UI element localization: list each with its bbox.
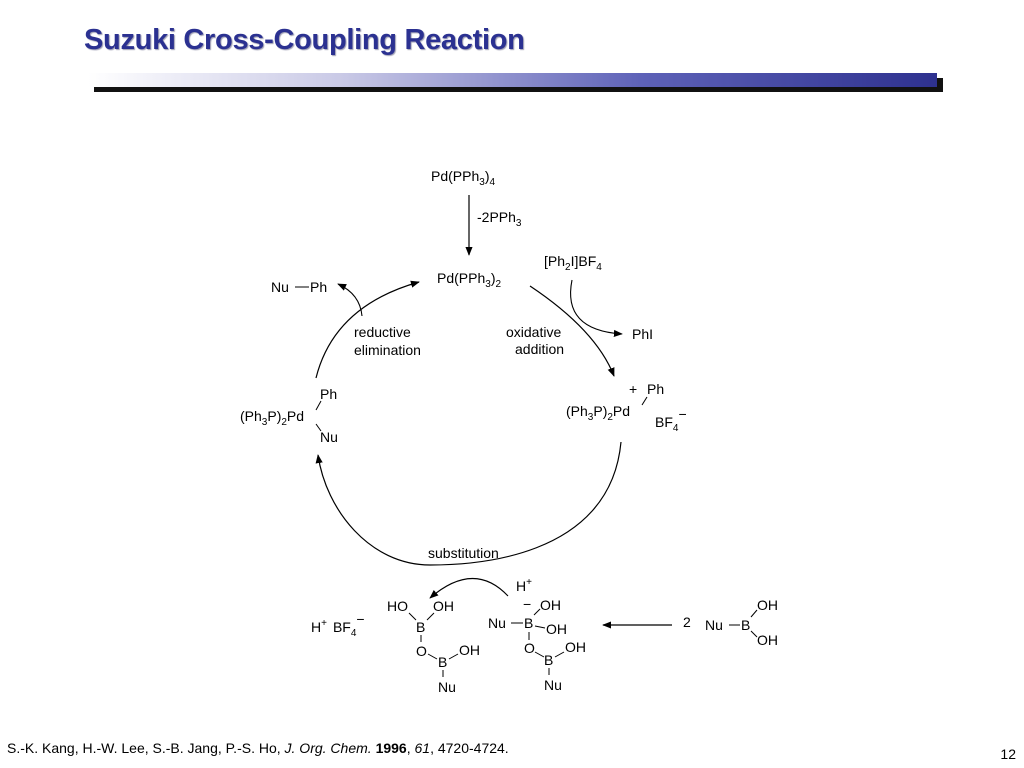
borate-oh2: OH [546, 621, 567, 637]
neutral-pd-nu-bond [315, 423, 322, 432]
boronic-acid-b-oh-bottom-bond [750, 630, 758, 638]
boron-product-oh: OH [433, 598, 454, 614]
oxidative-addition-label-2: addition [515, 341, 564, 357]
boronic-acid-b: B [741, 617, 750, 633]
reagent-label: [Ph2I]BF4 [544, 253, 602, 273]
borate-b2: B [544, 652, 553, 668]
boron-product-nu: Nu [438, 679, 456, 695]
cationic-complex-label: (Ph3P)2Pd [566, 403, 630, 423]
catalyst-label: Pd(PPh3)2 [437, 270, 501, 290]
product-nu: Nu [271, 279, 289, 295]
citation: S.-K. Kang, H.-W. Lee, S.-B. Jang, P.-S.… [7, 740, 509, 756]
substitution-label: substitution [428, 545, 499, 561]
product-ph: Ph [310, 279, 327, 295]
boronic-acid-b-oh-top-bond [750, 609, 758, 618]
borate-exchange-arrow [429, 577, 509, 599]
cationic-counterion: BF4− [655, 406, 687, 434]
hbf4-label: H+BF4− [311, 611, 365, 639]
borate-b: B [524, 615, 533, 631]
citation-sep: , [406, 740, 415, 756]
precatalyst-label: Pd(PPh3)4 [431, 168, 495, 188]
ligand-loss-label: -2PPh3 [477, 209, 522, 229]
borate-o: O [524, 640, 535, 656]
oxidative-addition-arc [529, 285, 615, 377]
substitution-arc [315, 441, 622, 566]
citation-year: 1996 [375, 740, 407, 756]
cationic-plus: + [629, 381, 637, 397]
boron-product-oh2: OH [459, 642, 480, 658]
borate-oh1: OH [540, 597, 561, 613]
boron-product-ho-b-bond [408, 612, 417, 621]
boronic-acid-oh-top: OH [757, 597, 778, 613]
reagent-to-phi-arrow [570, 279, 623, 338]
neutral-complex-nu: Nu [320, 429, 338, 445]
byproduct-phi-label: PhI [632, 326, 653, 342]
boron-product-b-oh-bond [426, 612, 435, 621]
boronic-acid-oh-bottom: OH [757, 632, 778, 648]
borate-nu2: Nu [544, 677, 562, 693]
boron-product-o-b2-bond [427, 653, 438, 660]
boron-product-o: O [416, 643, 427, 659]
cationic-complex-ph: Ph [647, 381, 664, 397]
borate-minus: − [523, 596, 531, 612]
borate-o-b2-bond [534, 651, 545, 658]
oxidative-addition-label: oxidative [506, 324, 561, 340]
boron-product-ho: HO [387, 598, 408, 614]
citation-volume: 61 [414, 740, 431, 756]
boron-product-b2: B [438, 654, 447, 670]
boronic-acid-coefficient: 2 [683, 614, 691, 630]
boron-product-b2-oh-bond [448, 653, 459, 660]
borate-b2-oh3-bond [554, 651, 565, 658]
neutral-complex-label: (Ph3P)2Pd [240, 408, 304, 428]
boron-product-b: B [416, 619, 425, 635]
borate-b-oh1-bond [533, 608, 541, 616]
citation-pages: , 4720-4724. [430, 740, 509, 756]
borate-h-plus: H+ [516, 577, 532, 594]
page-number: 12 [1000, 746, 1016, 762]
cationic-pd-ph-bond [641, 396, 648, 406]
title-underline-bar [88, 73, 943, 92]
reductive-elimination-label-2: elimination [354, 342, 421, 358]
borate-b-oh2-bond [534, 625, 546, 629]
citation-journal: J. Org. Chem. [284, 740, 372, 756]
slide-title: Suzuki Cross-Coupling Reaction [84, 24, 525, 56]
boronic-acid-nu: Nu [705, 617, 723, 633]
product-release-arrow [337, 283, 363, 317]
title-bar-gradient [88, 73, 937, 87]
neutral-pd-ph-bond [315, 400, 322, 411]
neutral-complex-ph: Ph [320, 386, 337, 402]
borate-nu: Nu [488, 615, 506, 631]
citation-authors: S.-K. Kang, H.-W. Lee, S.-B. Jang, P.-S.… [7, 740, 285, 756]
borate-oh3: OH [565, 639, 586, 655]
reductive-elimination-arc [315, 280, 420, 379]
reductive-elimination-label: reductive [354, 324, 411, 340]
